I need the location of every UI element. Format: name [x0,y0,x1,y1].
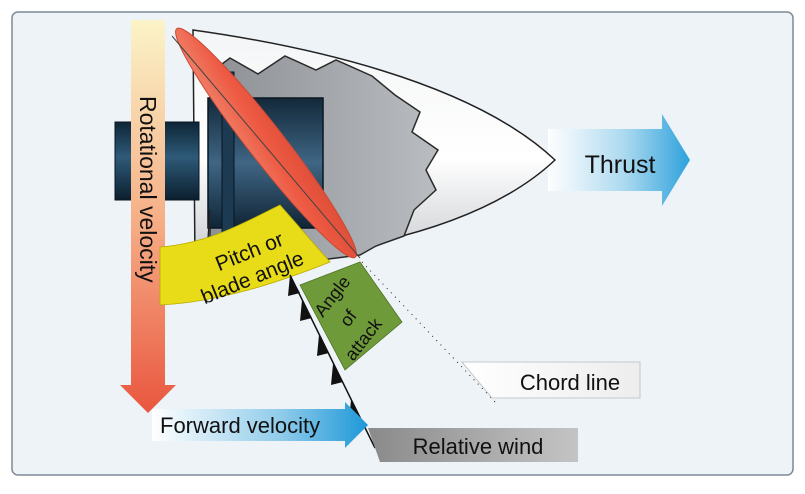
thrust-arrow [548,114,690,206]
wind-arrowhead-4 [331,364,343,385]
chord-line-label: Chord line [520,370,620,395]
thrust-label: Thrust [585,151,656,179]
forward-velocity-arrow [152,402,368,448]
pitch-angle-band [159,204,331,306]
hub-edge-line [207,209,211,241]
relative-wind-label: Relative wind [413,434,544,459]
wind-arrowhead-2 [300,300,312,321]
wind-arrowhead-1 [288,275,300,296]
chord-line-box [461,361,641,399]
forward-velocity-label: Forward velocity [160,413,320,438]
angle-of-attack-band [299,261,403,371]
relative-wind-box [368,428,578,462]
rotational-velocity-arrow [120,20,176,413]
wind-arrowhead-3 [317,335,329,356]
blade-chord-axis [171,35,361,259]
rotational-velocity-label: Rotational velocity [135,96,161,283]
